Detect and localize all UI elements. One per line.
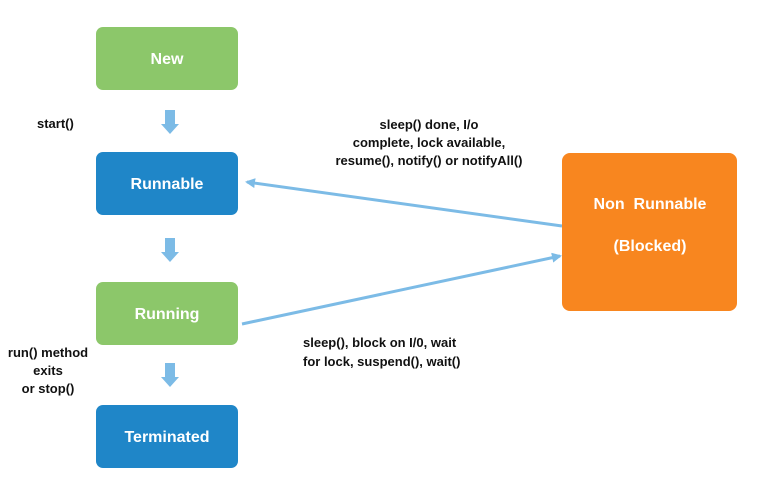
state-running-label: Running [135,306,200,323]
exit-label-line3: or stop() [22,381,75,396]
exit-label: run() method exits or stop() [8,345,88,396]
state-terminated-label: Terminated [124,429,209,446]
block-label: sleep(), block on I/0, wait for lock, su… [303,335,460,369]
state-runnable: Runnable [96,152,238,215]
state-terminated: Terminated [96,405,238,468]
arrow-running-to-terminated [161,363,179,387]
state-running: Running [96,282,238,345]
start-label: start() [37,116,74,131]
exit-label-line1: run() method [8,345,88,360]
arrow-nonrunnable-to-runnable [245,178,563,228]
block-label-line1: sleep(), block on I/0, wait [303,335,457,350]
state-new: New [96,27,238,90]
exit-label-line2: exits [33,363,63,378]
state-non-runnable-line2: (Blocked) [614,238,687,255]
wake-label-line2: complete, lock available, [353,135,505,150]
wake-label: sleep() done, I/o complete, lock availab… [335,117,522,168]
wake-label-line1: sleep() done, I/o [380,117,479,132]
arrow-runnable-to-running [161,238,179,262]
state-non-runnable-line1: Non Runnable [594,196,707,213]
block-label-line2: for lock, suspend(), wait() [303,354,460,369]
arrow-running-to-nonrunnable [241,252,562,326]
state-new-label: New [151,51,184,68]
state-non-runnable: Non Runnable (Blocked) [562,153,737,311]
arrow-new-to-runnable [161,110,179,134]
wake-label-line3: resume(), notify() or notifyAll() [335,153,522,168]
state-runnable-label: Runnable [131,176,204,193]
